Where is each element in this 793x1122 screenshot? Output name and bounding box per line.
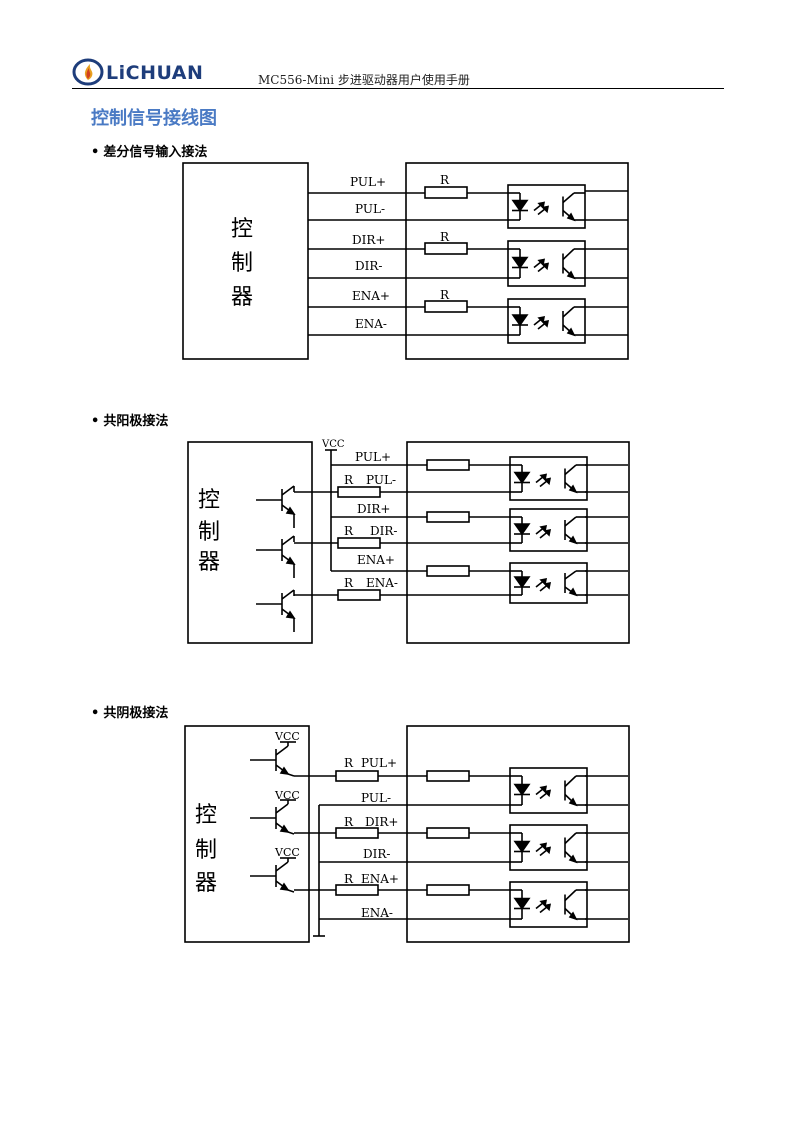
- ena-minus-label: ENA-: [355, 317, 387, 331]
- resistor-label: R: [344, 815, 354, 829]
- subsection-title: 差分信号输入接法: [103, 145, 208, 160]
- lichuan-logo-icon: [72, 58, 104, 86]
- dir-minus-label: DIR-: [363, 847, 390, 861]
- pul-minus-label: PUL-: [366, 473, 396, 487]
- ena-minus-label: ENA-: [361, 906, 393, 920]
- resistor-label: R: [440, 288, 450, 302]
- resistor-label: R: [344, 524, 354, 538]
- resistor: [337, 486, 381, 498]
- resistor: [426, 770, 470, 782]
- controller-char: 器: [231, 285, 253, 310]
- optocoupler-icon: [509, 562, 588, 604]
- resistor: [424, 300, 468, 313]
- subsection-common-cathode: •共阴极接法: [91, 706, 169, 721]
- controller-char: 器: [198, 550, 220, 575]
- optocoupler-icon: [509, 824, 588, 871]
- dir-plus-label: DIR+: [352, 233, 385, 247]
- resistor-label: R: [344, 872, 354, 886]
- controller-char: 控: [198, 488, 220, 513]
- dir-plus-label: DIR+: [365, 815, 398, 829]
- optocoupler-icon: [507, 298, 586, 344]
- dir-minus-label: DIR-: [355, 259, 382, 273]
- controller-box: [184, 725, 310, 943]
- resistor: [426, 884, 470, 896]
- npn-transistor-icon: [250, 857, 296, 893]
- optocoupler-icon: [507, 240, 586, 287]
- optocoupler-icon: [509, 456, 588, 501]
- vcc-label: VCC: [274, 730, 300, 743]
- resistor: [426, 827, 470, 839]
- resistor-label: R: [440, 230, 450, 244]
- resistor: [335, 827, 379, 839]
- resistor: [337, 537, 381, 549]
- subsection-differential: •差分信号输入接法: [91, 145, 208, 160]
- npn-transistor-icon: [256, 589, 296, 632]
- controller-box: [182, 162, 309, 360]
- resistor: [335, 770, 379, 782]
- driver-box: [405, 162, 629, 360]
- npn-transistor-icon: [256, 485, 296, 528]
- pul-plus-label: PUL+: [355, 450, 391, 464]
- resistor: [426, 565, 470, 577]
- optocoupler-icon: [509, 508, 588, 552]
- pul-plus-label: PUL+: [350, 175, 386, 189]
- dir-plus-label: DIR+: [357, 502, 390, 516]
- optocoupler-icon: [509, 767, 588, 814]
- resistor-label: R: [344, 576, 354, 590]
- resistor-label: R: [344, 756, 354, 770]
- npn-transistor-icon: [256, 535, 296, 578]
- subsection-title: 共阳极接法: [103, 414, 169, 429]
- vcc-label: VCC: [321, 439, 345, 450]
- resistor-label: R: [344, 473, 354, 487]
- ena-plus-label: ENA+: [352, 289, 390, 303]
- ena-plus-label: ENA+: [357, 553, 395, 567]
- vcc-label: VCC: [274, 789, 300, 802]
- vcc-label: VCC: [274, 846, 300, 859]
- npn-transistor-icon: [250, 741, 296, 777]
- header-rule: [72, 88, 724, 89]
- document-title: MC556-Mini 步进驱动器用户使用手册: [258, 73, 470, 87]
- pul-minus-label: PUL-: [361, 791, 391, 805]
- resistor: [426, 511, 470, 523]
- optocoupler-icon: [507, 184, 586, 229]
- controller-char: 制: [231, 251, 253, 276]
- resistor: [337, 589, 381, 601]
- ena-minus-label: ENA-: [366, 576, 398, 590]
- npn-transistor-icon: [250, 799, 296, 835]
- pul-minus-label: PUL-: [355, 202, 385, 216]
- ena-plus-label: ENA+: [361, 872, 399, 886]
- resistor: [335, 884, 379, 896]
- resistor-label: R: [440, 173, 450, 187]
- page-header: LiCHUAN MC556-Mini 步进驱动器用户使用手册: [72, 56, 724, 90]
- pul-plus-label: PUL+: [361, 756, 397, 770]
- section-heading: 控制信号接线图: [91, 108, 217, 129]
- brand-name: LiCHUAN: [106, 62, 204, 84]
- resistor: [424, 186, 468, 199]
- controller-char: 控: [195, 803, 217, 828]
- subsection-title: 共阴极接法: [103, 706, 169, 721]
- controller-char: 制: [198, 520, 220, 545]
- driver-box: [406, 725, 630, 943]
- optocoupler-icon: [509, 881, 588, 928]
- dir-minus-label: DIR-: [370, 524, 397, 538]
- resistor: [426, 459, 470, 471]
- controller-char: 控: [231, 217, 253, 242]
- controller-char: 制: [195, 838, 217, 863]
- subsection-common-anode: •共阳极接法: [91, 414, 169, 429]
- controller-char: 器: [195, 871, 217, 896]
- resistor: [424, 242, 468, 255]
